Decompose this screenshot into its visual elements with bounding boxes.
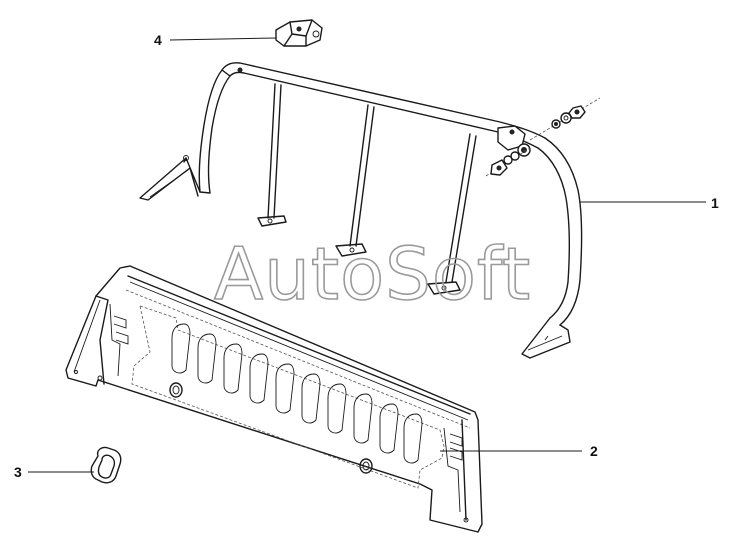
callout-2: 2	[590, 443, 598, 459]
leader-line-4	[169, 37, 277, 41]
callout-1: 1	[711, 195, 719, 211]
part-1-roll-bar	[139, 62, 601, 359]
watermark-text: AutoSoft	[214, 232, 531, 316]
panel-ribs	[171, 323, 423, 464]
part-2-panel	[65, 265, 483, 533]
part-4-bracket	[275, 19, 323, 47]
callout-3: 3	[14, 464, 22, 480]
callout-4: 4	[154, 32, 162, 48]
part-3-grommet	[90, 446, 122, 484]
